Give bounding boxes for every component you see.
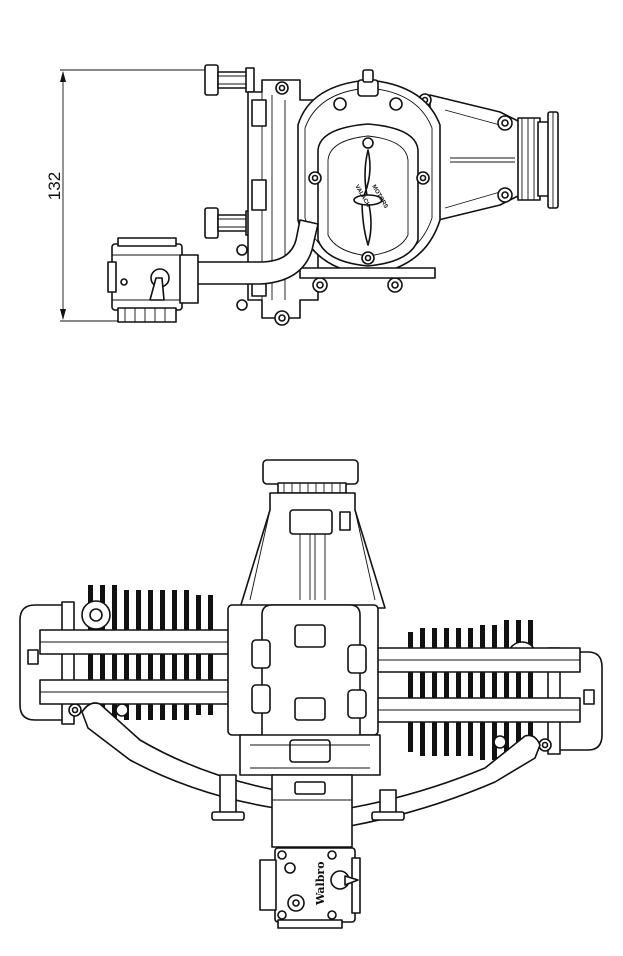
right-cylinder <box>349 620 603 760</box>
upper-intake-stub <box>204 64 255 96</box>
carburetor-top: Walbro <box>259 774 361 929</box>
side-view: 132 <box>45 64 559 326</box>
right-cylinder-fins <box>408 620 533 760</box>
lower-intake-stub <box>204 207 255 239</box>
prop-flange <box>262 459 359 494</box>
manifold-pipe <box>194 219 319 285</box>
top-view: Walbro <box>19 459 603 929</box>
nose-housing <box>239 492 386 609</box>
height-dimension: 132 <box>45 69 210 322</box>
carburetor-side <box>107 237 199 323</box>
brand-mark-bottom: Walbro <box>314 861 327 906</box>
propeller-hub-assembly <box>418 93 559 223</box>
left-cylinder-fins <box>88 585 213 725</box>
dimension-label: 132 <box>45 172 64 200</box>
lower-intake-stubs <box>211 774 405 821</box>
central-crankcase <box>227 604 381 776</box>
cylinder-head-cover: VALACH MOTORS <box>297 69 441 276</box>
